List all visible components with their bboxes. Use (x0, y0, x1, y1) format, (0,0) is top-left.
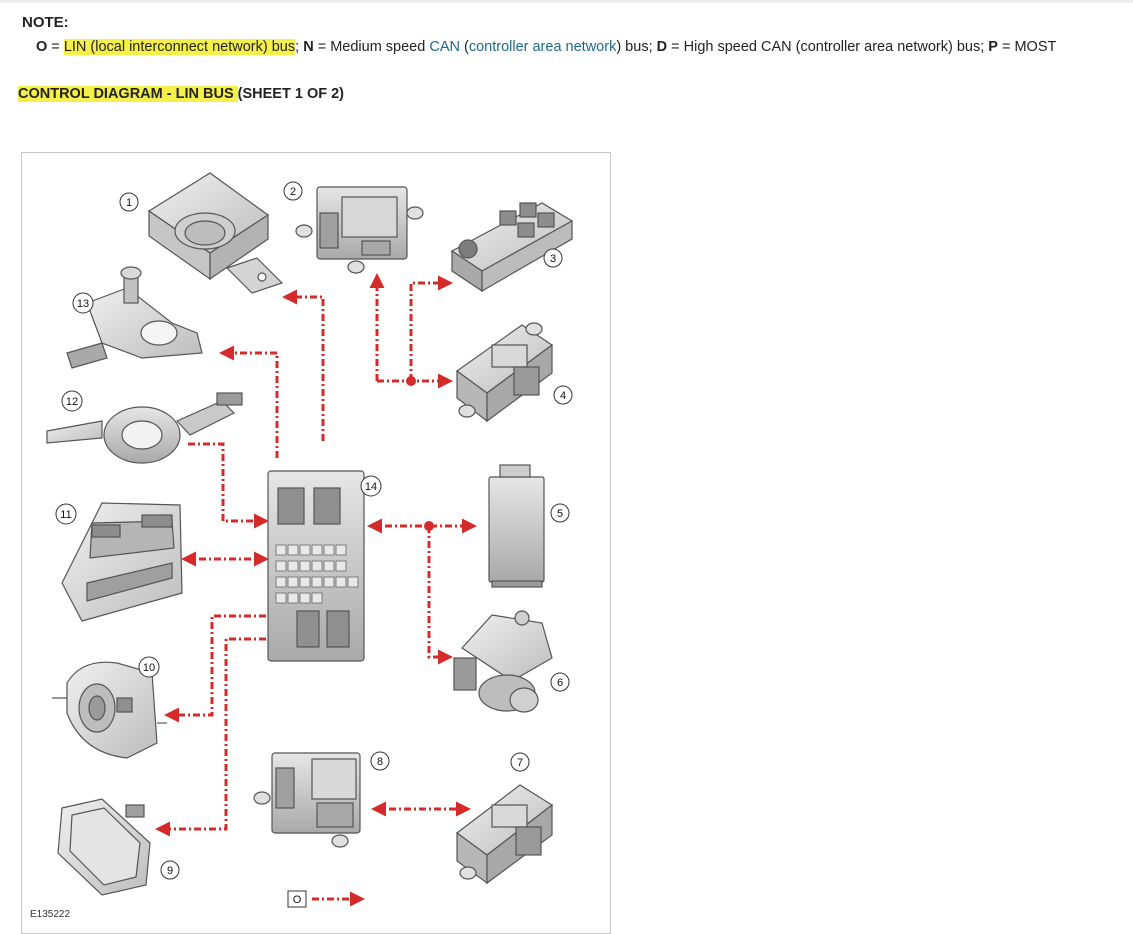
svg-text:13: 13 (77, 298, 89, 310)
badge-8: 8 (370, 751, 390, 771)
badge-4: 4 (553, 385, 573, 405)
badge-13: 13 (72, 292, 94, 314)
badge-11: 11 (55, 503, 77, 525)
code-o: O (36, 39, 48, 55)
component-9-sensor (57, 798, 151, 896)
number-badges: 1 2 3 4 5 6 7 (55, 181, 573, 880)
paren-open: ( (459, 39, 469, 55)
line-to-3 (409, 275, 453, 381)
svg-text:3: 3 (550, 253, 556, 265)
control-diagram-figure: 1 2 3 4 5 6 7 (21, 152, 611, 934)
can-link[interactable]: CAN (429, 39, 460, 55)
line-14-to-1 (282, 289, 325, 441)
title-highlight-2: - LIN BUS (162, 86, 238, 102)
line-14-to-10 (164, 614, 266, 723)
svg-text:4: 4 (560, 390, 566, 402)
desc-n-a: = Medium speed (313, 39, 430, 55)
diagram-svg: 1 2 3 4 5 6 7 (46, 172, 574, 908)
component-8-module (253, 752, 361, 848)
svg-text:14: 14 (365, 481, 377, 493)
component-10-sounder (52, 661, 167, 759)
badge-6: 6 (550, 672, 570, 692)
badge-10: 10 (138, 656, 160, 678)
component-2-module (295, 186, 424, 274)
badge-5: 5 (550, 503, 570, 523)
component-12-clockspring (46, 392, 243, 464)
badge-2: 2 (283, 181, 303, 201)
component-5-module (488, 464, 545, 588)
lin-bus-lines (155, 273, 477, 907)
svg-text:1: 1 (126, 197, 132, 209)
code-n: N (303, 39, 314, 55)
junction-dot-2 (424, 521, 434, 531)
svg-text:9: 9 (167, 865, 173, 877)
line-to-6 (427, 526, 453, 665)
title-highlight-1: CONTROL DIAGRAM (18, 86, 163, 102)
junction-dot-1 (406, 376, 416, 386)
svg-text:8: 8 (377, 756, 383, 768)
component-14-bcm (267, 470, 365, 662)
figure-id: E135222 (30, 909, 71, 920)
component-7-module (455, 784, 554, 885)
note-heading: NOTE: (22, 14, 69, 31)
lin-description-highlight: LIN (local interconnect network) bus (63, 39, 296, 55)
svg-text:5: 5 (557, 508, 563, 520)
component-11-console (61, 502, 183, 622)
top-border (0, 0, 1133, 3)
sep-o: ; (295, 39, 304, 55)
desc-d: = High speed CAN (controller area networ… (667, 39, 989, 55)
code-p: P (988, 39, 998, 55)
eq-o: = (47, 39, 64, 55)
badge-7: 7 (510, 752, 530, 772)
svg-text:10: 10 (143, 662, 155, 674)
svg-text:6: 6 (557, 677, 563, 689)
badge-1: 1 (119, 192, 139, 212)
title-rest: (SHEET 1 OF 2) (237, 86, 345, 102)
diagram-title: CONTROL DIAGRAM - LIN BUS (SHEET 1 OF 2) (18, 86, 344, 102)
svg-text:12: 12 (66, 396, 78, 408)
line-14-to-9 (155, 637, 266, 837)
desc-n-b: ) bus; (616, 39, 657, 55)
component-6-motor (453, 610, 553, 713)
line-14-to-13 (219, 345, 279, 458)
svg-text:2: 2 (290, 186, 296, 198)
component-3-switch-pack (450, 202, 574, 293)
legend: O (287, 890, 307, 908)
badge-9: 9 (160, 860, 180, 880)
line-12-to-14 (188, 442, 269, 529)
svg-text:7: 7 (517, 757, 523, 769)
badge-3: 3 (543, 248, 563, 268)
component-13-column-lock (66, 266, 203, 369)
component-4-module (455, 322, 554, 423)
controller-area-network-link[interactable]: controller area network (468, 39, 617, 55)
code-d: D (656, 39, 668, 55)
component-1-module (147, 172, 284, 294)
desc-p: = MOST (997, 39, 1057, 55)
legend-label: O (293, 894, 302, 906)
badge-14: 14 (360, 475, 382, 497)
badge-12: 12 (61, 390, 83, 412)
note-line: O = LIN (local interconnect network) bus… (36, 39, 1056, 55)
svg-text:11: 11 (60, 509, 71, 521)
